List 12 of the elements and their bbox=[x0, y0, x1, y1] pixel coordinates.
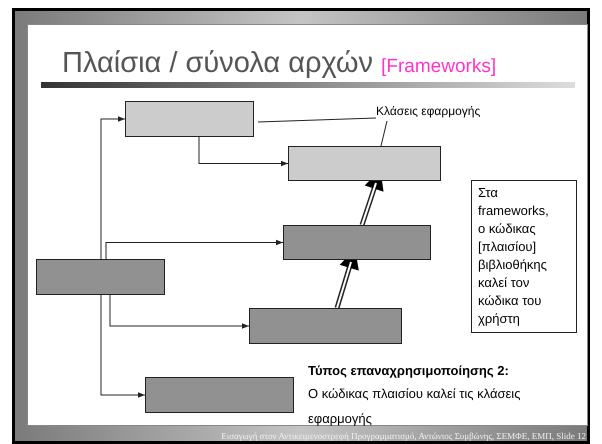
title-tag: [Frameworks] bbox=[381, 53, 496, 82]
class-box bbox=[288, 146, 441, 181]
framework-box bbox=[145, 377, 294, 413]
framework-box bbox=[249, 308, 402, 344]
framework-box bbox=[36, 259, 165, 295]
heading-text: Τύπος επαναχρησιμοποίησης 2: bbox=[308, 362, 510, 380]
callout-label: Κλάσεις εφαρμογής bbox=[376, 102, 504, 120]
class-box bbox=[125, 101, 254, 137]
note-box: Στα frameworks, ο κώδικας [πλαισίου] βιβλιοθήκης καλεί τον κώδικα του χρήστη bbox=[471, 180, 577, 333]
body-text: Ο κώδικας πλαισίου καλεί τις κλάσεις εφαρμογής bbox=[308, 385, 522, 428]
slide-title: Πλαίσια / σύνολα αρχών bbox=[62, 46, 374, 81]
framework-box bbox=[283, 225, 431, 260]
